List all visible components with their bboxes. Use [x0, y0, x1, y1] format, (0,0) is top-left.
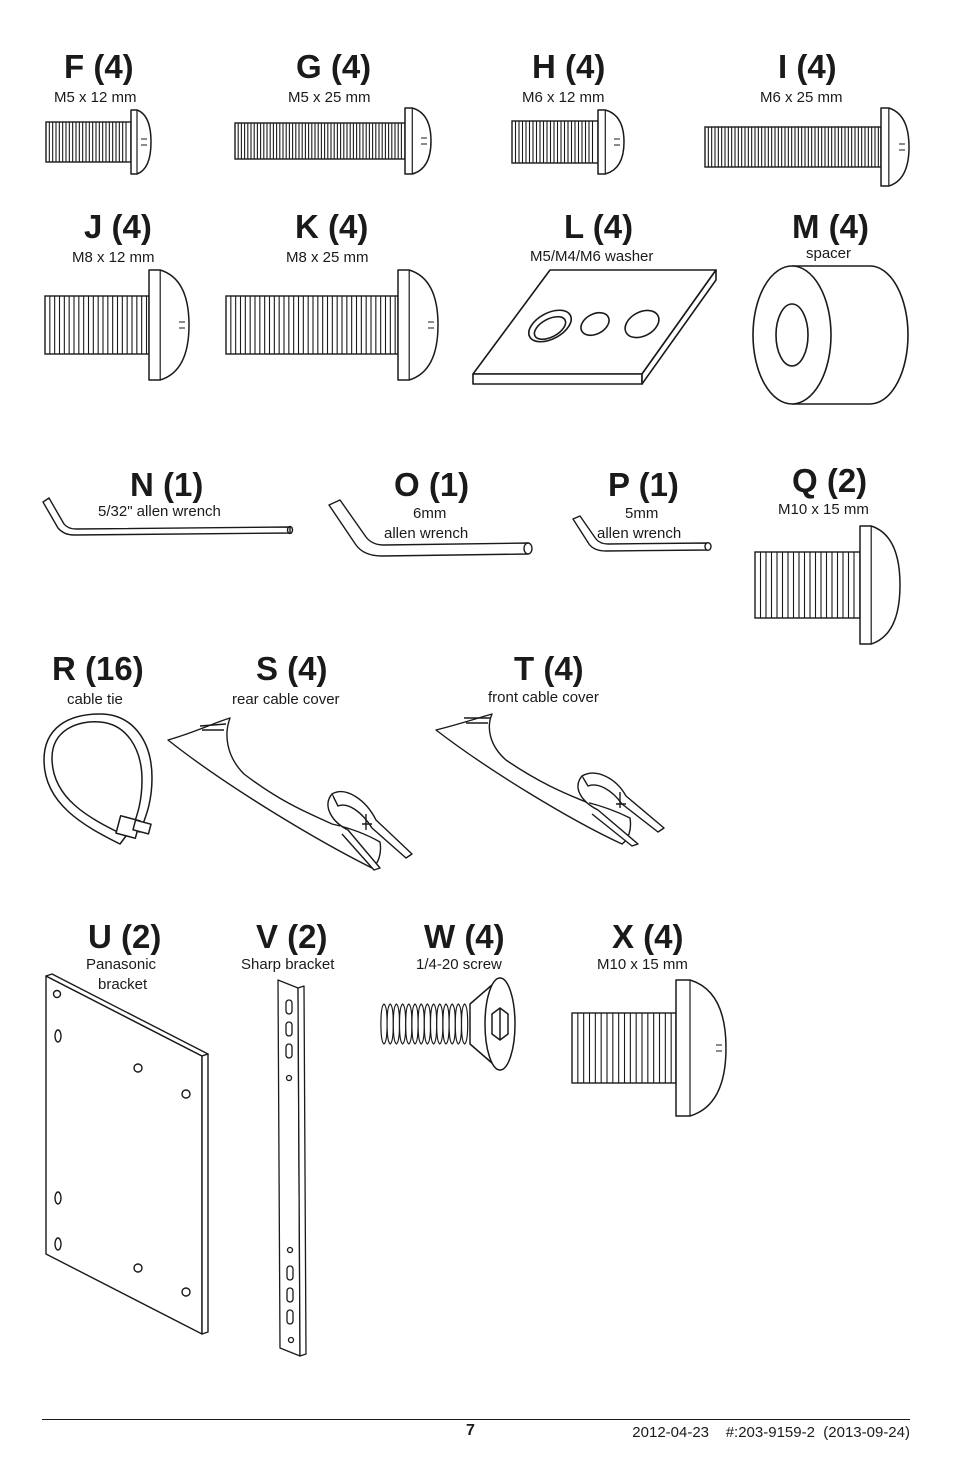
bolt-q-illustration	[754, 525, 901, 645]
part-g-desc: M5 x 25 mm	[288, 89, 371, 106]
part-m-desc: spacer	[806, 245, 852, 262]
part-g-label: G (4)	[296, 48, 372, 85]
bolt-x-illustration	[571, 979, 727, 1117]
allen-wrench-o-illustration	[328, 499, 533, 557]
part-j-desc: M8 x 12 mm	[72, 249, 155, 266]
rear-cable-cover-illustration	[167, 717, 413, 871]
part-t-desc: front cable cover	[488, 689, 599, 706]
part-v-label: V (2)	[256, 918, 328, 955]
front-cable-cover-illustration	[435, 713, 665, 847]
part-u-desc2: bracket	[98, 976, 148, 993]
part-s-desc: rear cable cover	[232, 691, 340, 708]
allen-wrench-n-illustration	[42, 497, 294, 536]
part-s-label: S (4)	[256, 650, 328, 687]
part-o-desc: 6mm	[413, 505, 447, 522]
panasonic-bracket-illustration	[45, 973, 209, 1335]
part-u-desc: Panasonic	[86, 956, 157, 973]
allen-wrench-p-illustration	[572, 515, 712, 552]
part-i-desc: M6 x 25 mm	[760, 89, 843, 106]
part-w-label: W (4)	[424, 918, 505, 955]
flat-head-screw-w-illustration	[380, 977, 516, 1071]
part-u-label: U (2)	[88, 918, 162, 955]
part-f-desc: M5 x 12 mm	[54, 89, 137, 106]
spacer-illustration	[752, 265, 909, 405]
part-m-label: M (4)	[792, 208, 869, 245]
part-p-desc2: allen wrench	[597, 525, 682, 542]
part-q-label: Q (2)	[792, 462, 868, 499]
part-j-label: J (4)	[84, 208, 152, 245]
part-r-desc: cable tie	[67, 691, 123, 708]
cable-tie-illustration	[43, 713, 153, 845]
part-o-label: O (1)	[394, 466, 470, 503]
screw-k-illustration	[225, 269, 439, 381]
part-k-label: K (4)	[295, 208, 369, 245]
part-t-label: T (4)	[514, 650, 584, 687]
part-l-desc: M5/M4/M6 washer	[530, 248, 654, 265]
part-h-label: H (4)	[532, 48, 606, 85]
part-w-desc: 1/4-20 screw	[416, 956, 502, 973]
part-n-desc: 5/32" allen wrench	[98, 503, 221, 520]
part-q-desc: M10 x 15 mm	[778, 501, 869, 518]
part-r-label: R (16)	[52, 650, 144, 687]
screw-j-illustration	[44, 269, 190, 381]
part-f-label: F (4)	[64, 48, 134, 85]
document-info: 2012-04-23 #:203-9159-2 (2013-09-24)	[632, 1424, 910, 1441]
part-n-label: N (1)	[130, 466, 204, 503]
footer-rule	[42, 1419, 910, 1420]
part-v-desc: Sharp bracket	[241, 956, 335, 973]
part-i-label: I (4)	[778, 48, 837, 85]
part-l-label: L (4)	[564, 208, 634, 245]
part-x-label: X (4)	[612, 918, 684, 955]
screw-i-illustration	[704, 107, 910, 187]
screw-g-illustration	[234, 107, 432, 175]
sharp-bracket-illustration	[277, 979, 307, 1357]
washer-plate-illustration	[472, 269, 717, 385]
part-o-desc2: allen wrench	[384, 525, 469, 542]
page-number: 7	[466, 1422, 475, 1439]
part-p-label: P (1)	[608, 466, 679, 503]
screw-f-illustration	[45, 109, 152, 175]
part-k-desc: M8 x 25 mm	[286, 249, 369, 266]
screw-h-illustration	[511, 109, 625, 175]
part-x-desc: M10 x 15 mm	[597, 956, 688, 973]
part-p-desc: 5mm	[625, 505, 659, 522]
part-h-desc: M6 x 12 mm	[522, 89, 605, 106]
